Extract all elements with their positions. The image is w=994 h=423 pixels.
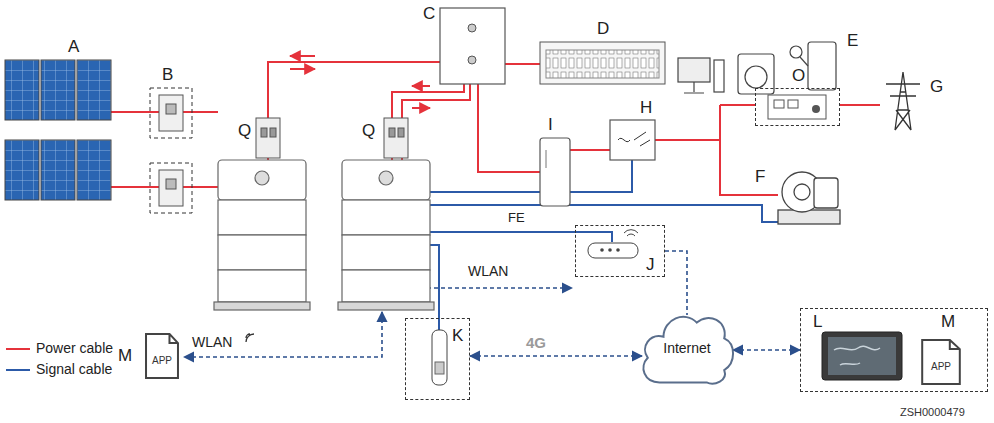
callout-letter: G [930, 78, 943, 97]
wireless-link [665, 251, 687, 315]
callout-letter: B [162, 66, 173, 85]
figure-id: ZSH0000479 [900, 406, 965, 418]
app-icon: APP [145, 333, 179, 379]
legend-text: Signal cable [36, 361, 112, 377]
callout-letter: Q [362, 122, 375, 141]
link-label: 4G [526, 335, 546, 352]
callout-letter: K [452, 327, 463, 346]
callout-letter: F [755, 168, 765, 187]
internet-cloud: Internet [638, 305, 736, 393]
management-group-box: L M APP [800, 308, 988, 392]
callout-letter: O [792, 67, 805, 86]
dongle-group-box: K [405, 318, 470, 400]
app-icon: APP [921, 339, 961, 385]
link-label: WLAN [192, 335, 232, 350]
router-group-box: J [575, 225, 665, 277]
link-label: FE [508, 211, 525, 225]
link-label: WLAN [468, 264, 508, 279]
callout-letter: L [813, 313, 822, 332]
wireless-link [733, 349, 800, 351]
callout-letter: E [847, 32, 858, 51]
node-text: APP [152, 355, 172, 366]
callout-letter: H [640, 99, 652, 118]
legend-swatch [6, 348, 30, 350]
callout-letter: D [597, 20, 609, 39]
callout-letter: M [941, 313, 955, 332]
callout-letter: Q [238, 122, 251, 141]
callout-letter: I [548, 116, 553, 135]
callout-letter: M [118, 347, 132, 366]
callout-letter: C [423, 5, 435, 24]
meter-group-box: O [755, 88, 840, 126]
node-text: Internet [663, 341, 710, 356]
callout-letter: A [68, 38, 79, 57]
node-text: APP [931, 361, 951, 372]
legend-text: Power cable [36, 340, 113, 356]
callout-letter: J [646, 256, 655, 275]
wireless-link [470, 355, 642, 357]
legend-swatch [6, 369, 30, 371]
